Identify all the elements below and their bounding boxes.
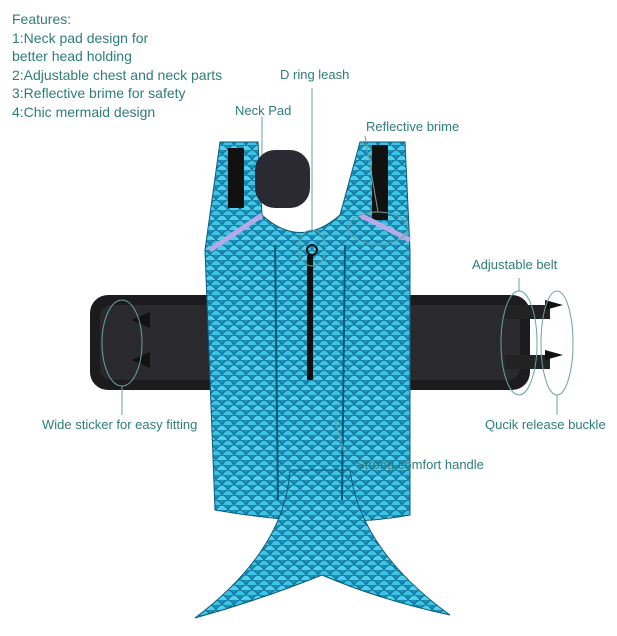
reflective-trim bbox=[208, 212, 412, 253]
features-list: Features: 1:Neck pad design for better h… bbox=[12, 10, 222, 121]
callout-neck-pad: Neck Pad bbox=[235, 103, 292, 118]
neck-strap bbox=[228, 148, 244, 208]
feature-item: 2:Adjustable chest and neck parts bbox=[12, 66, 223, 83]
feature-item: 1:Neck pad design for bbox=[12, 29, 149, 46]
neck-pad bbox=[255, 150, 310, 208]
callout-quick-release: Qucik release buckle bbox=[485, 417, 606, 432]
seam bbox=[274, 244, 279, 501]
mermaid-tail bbox=[194, 469, 451, 619]
callout-handle: Strong comfort handle bbox=[356, 457, 484, 472]
buckle-icon bbox=[545, 300, 563, 360]
callout-wide-sticker: Wide sticker for easy fitting bbox=[42, 417, 198, 432]
feature-item: 4:Chic mermaid design bbox=[12, 103, 156, 120]
callout-reflective: Reflective brime bbox=[366, 119, 460, 134]
callout-markers bbox=[101, 88, 574, 456]
callout-adjustable-belt: Adjustable belt bbox=[472, 257, 558, 272]
d-ring-icon bbox=[306, 244, 318, 256]
seam bbox=[341, 244, 346, 501]
neck-strap bbox=[372, 145, 388, 220]
buckle-icon bbox=[132, 312, 150, 368]
feature-item: better head holding bbox=[12, 48, 132, 64]
features-title: Features: bbox=[12, 11, 72, 27]
feature-item: 3:Reflective brime for safety bbox=[12, 85, 186, 101]
callout-d-ring: D ring leash bbox=[280, 67, 350, 82]
